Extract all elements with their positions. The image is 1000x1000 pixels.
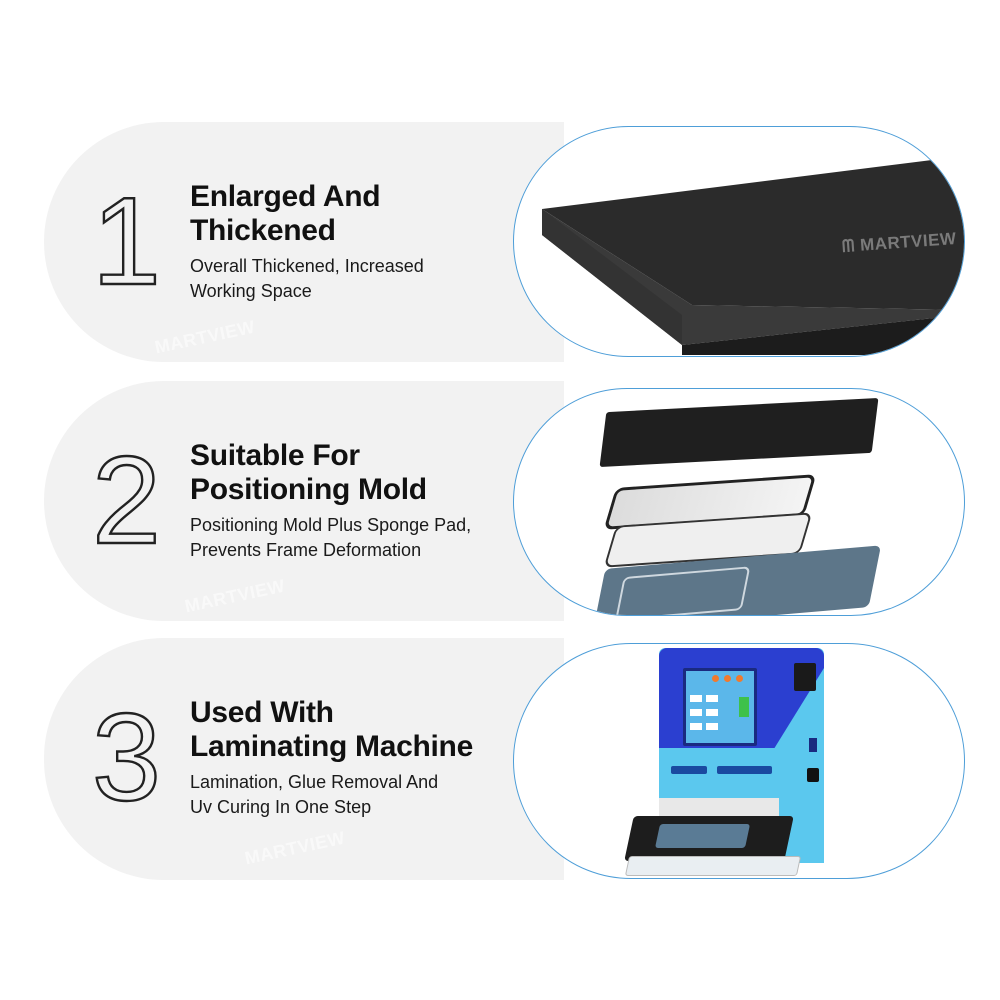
desc-line-1: Positioning Mold Plus Sponge Pad, [190,515,472,535]
touch-screen [683,668,757,746]
screen-key [706,709,718,716]
indicator-icon [724,675,731,682]
feature-description: Lamination, Glue Removal And Uv Curing I… [190,770,550,820]
feature-image-2 [513,388,965,616]
machine-base [624,856,802,876]
power-switch-icon [809,738,817,752]
brand-label [671,766,707,774]
sponge-pad-icon [542,156,964,355]
feature-row-3: 3 Used With Laminating Machine Laminatio… [44,638,564,880]
handle-icon [794,663,816,691]
indicator-icon [712,675,719,682]
screen-key [706,695,718,702]
mold-cavity [614,566,751,615]
feature-text: Enlarged And Thickened Overall Thickened… [190,180,530,304]
screen-key [690,709,702,716]
title-line-1: Enlarged And [190,180,381,213]
feature-title: Enlarged And Thickened [190,180,530,248]
feature-title: Suitable For Positioning Mold [190,439,530,507]
feature-description: Overall Thickened, Increased Working Spa… [190,254,530,304]
feature-number: 1 [91,173,162,311]
machine-tray [624,816,794,861]
feature-title: Used With Laminating Machine [190,696,550,764]
sponge-pad-layer [599,397,879,468]
feature-text: Used With Laminating Machine Lamination,… [190,696,550,820]
title-line-1: Suitable For [190,439,360,472]
feature-number: 3 [91,689,162,827]
title-line-1: Used With [190,696,334,729]
power-socket-icon [807,768,819,782]
feature-background [44,122,564,362]
feature-number: 2 [91,432,162,570]
start-key [739,697,749,717]
screen-key [690,723,702,730]
indicator-icon [736,675,743,682]
feature-background [44,638,564,880]
feature-image-3 [513,643,965,879]
desc-line-2: Working Space [190,281,312,301]
laminating-machine-image [609,648,839,878]
screen-key [706,723,718,730]
sponge-pad-image: ᗰ MARTVIEW [542,155,964,355]
logo-m-icon: ᗰ [841,235,861,256]
title-line-2: Laminating Machine [190,730,473,763]
screen-key [690,695,702,702]
title-line-2: Positioning Mold [190,473,427,506]
desc-line-1: Overall Thickened, Increased [190,256,424,276]
desc-line-2: Prevents Frame Deformation [190,540,422,560]
feature-text: Suitable For Positioning Mold Positionin… [190,439,530,563]
feature-background [44,381,564,621]
tray-mold [654,824,751,848]
model-label [717,766,772,774]
desc-line-2: Uv Curing In One Step [190,797,372,817]
title-line-2: Thickened [190,214,336,247]
feature-row-2: 2 Suitable For Positioning Mold Position… [44,381,564,621]
feature-row-1: 1 Enlarged And Thickened Overall Thicken… [44,122,564,362]
feature-image-1: ᗰ MARTVIEW [513,126,965,357]
desc-line-1: Lamination, Glue Removal And [190,772,439,792]
feature-description: Positioning Mold Plus Sponge Pad, Preven… [190,513,530,563]
